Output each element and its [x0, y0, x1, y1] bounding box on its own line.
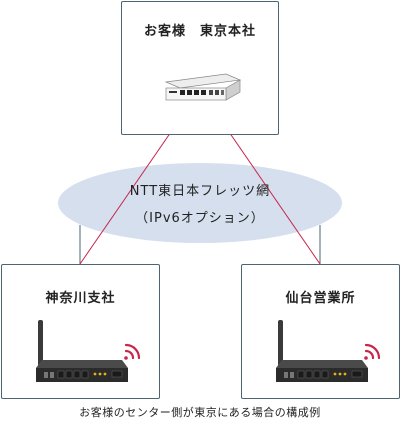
wifi-signal-icon [364, 343, 381, 360]
network-appliance-icon [164, 73, 242, 101]
ntt-flets-network-cloud [58, 163, 342, 243]
network-name: NTT東日本フレッツ網 [129, 184, 271, 199]
sendai-branch-label: 仙台営業所 [285, 291, 356, 306]
kanagawa-branch-label: 神奈川支社 [45, 291, 116, 306]
wireless-router-icon [276, 320, 381, 382]
sendai-branch-box: 仙台営業所 [241, 264, 400, 399]
kanagawa-branch-box: 神奈川支社 [1, 264, 160, 399]
headquarters-label: お客様 東京本社 [143, 24, 256, 39]
diagram-caption: お客様のセンター側が東京にある場合の構成例 [79, 406, 321, 419]
headquarters-box: お客様 東京本社 [121, 1, 279, 135]
wifi-signal-icon [124, 343, 141, 360]
wireless-router-icon [36, 320, 141, 382]
network-option: （IPv6オプション） [135, 211, 265, 226]
